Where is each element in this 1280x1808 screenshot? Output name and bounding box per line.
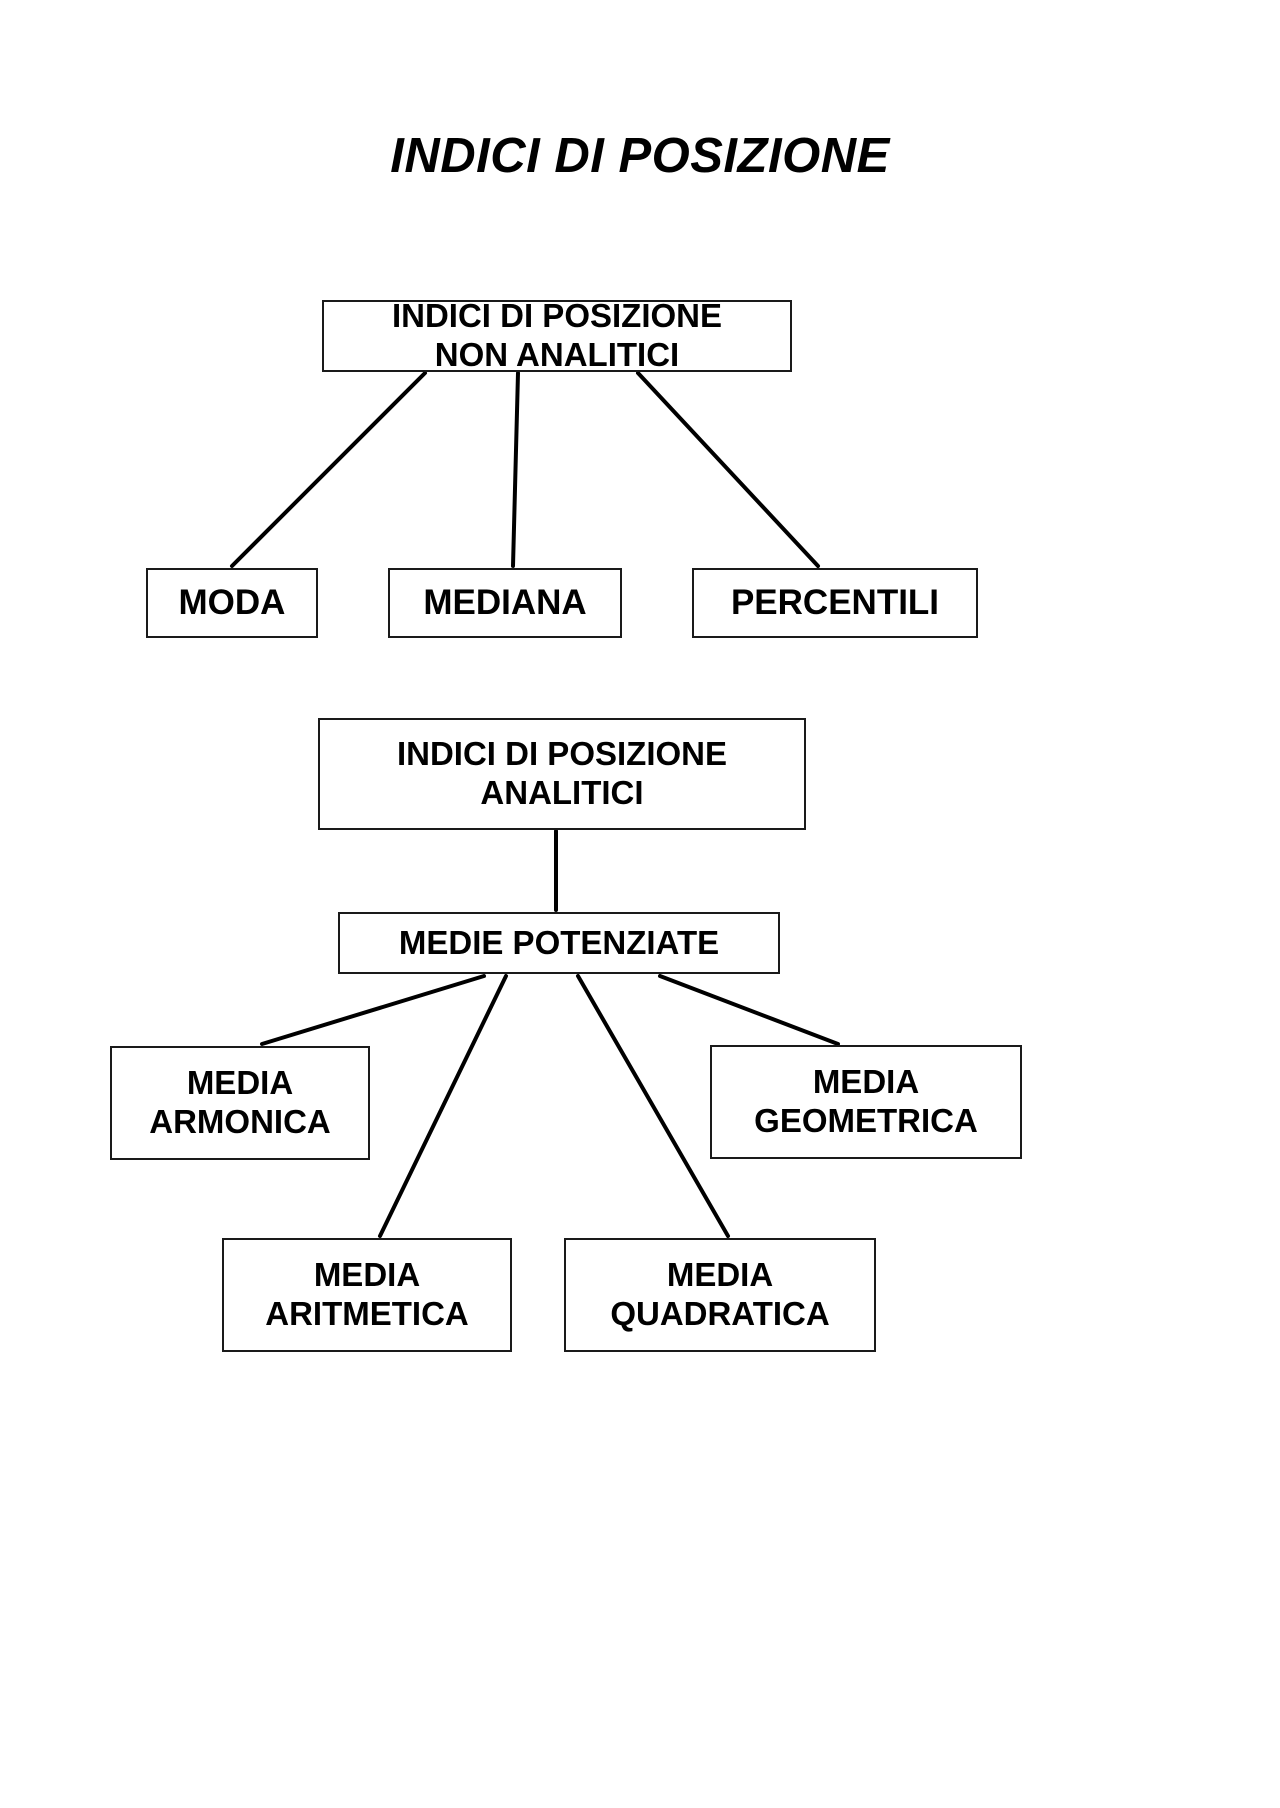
node-label: MEDIA QUADRATICA: [610, 1256, 830, 1332]
edge-medie-quadratica: [576, 974, 730, 1238]
node-media-armonica[interactable]: MEDIA ARMONICA: [110, 1046, 370, 1160]
edge-medie-geometrica: [658, 974, 840, 1046]
node-media-aritmetica[interactable]: MEDIA ARITMETICA: [222, 1238, 512, 1352]
node-label: MEDIANA: [423, 583, 587, 623]
node-label: MODA: [178, 583, 286, 623]
edge-medie-aritmetica: [378, 974, 508, 1238]
node-label: PERCENTILI: [730, 583, 940, 623]
edge-root1-moda: [230, 371, 427, 568]
node-medie-potenziate[interactable]: MEDIE POTENZIATE: [338, 912, 780, 974]
node-label: MEDIE POTENZIATE: [398, 923, 720, 961]
edge-medie-armonica: [260, 974, 486, 1046]
edge-root1-mediana: [511, 371, 520, 568]
node-indici-posizione-analitici[interactable]: INDICI DI POSIZIONE ANALITICI: [318, 718, 806, 830]
node-label: MEDIA ARMONICA: [149, 1064, 331, 1140]
page-title: INDICI DI POSIZIONE: [390, 129, 890, 183]
node-label: INDICI DI POSIZIONE NON ANALITICI: [391, 297, 723, 373]
node-mediana[interactable]: MEDIANA: [388, 568, 622, 638]
node-label: MEDIA ARITMETICA: [265, 1256, 469, 1332]
node-media-geometrica[interactable]: MEDIA GEOMETRICA: [710, 1045, 1022, 1159]
node-percentili[interactable]: PERCENTILI: [692, 568, 978, 638]
node-label: MEDIA GEOMETRICA: [754, 1063, 978, 1139]
node-indici-posizione-non-analitici[interactable]: INDICI DI POSIZIONE NON ANALITICI: [322, 297, 792, 373]
node-moda[interactable]: MODA: [146, 568, 318, 638]
node-media-quadratica[interactable]: MEDIA QUADRATICA: [564, 1238, 876, 1352]
node-label: INDICI DI POSIZIONE ANALITICI: [396, 735, 728, 811]
edge-root1-percentili: [636, 371, 820, 568]
